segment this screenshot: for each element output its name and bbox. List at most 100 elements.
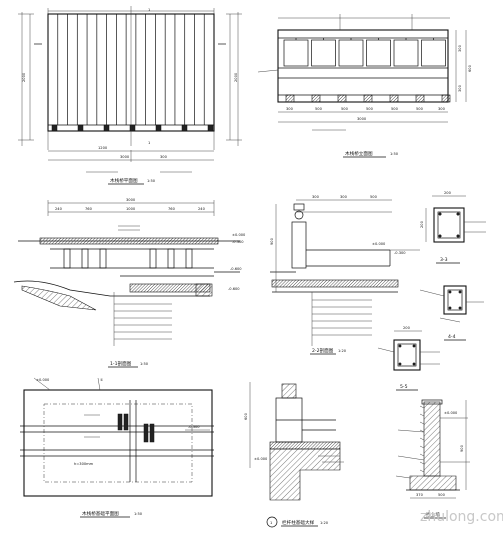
footing-block — [285, 94, 295, 103]
found-level: ±0.000 — [36, 378, 50, 382]
sec-dim-5: 240 — [198, 207, 206, 211]
post-marker — [155, 124, 162, 132]
retaining-wall: 370 500 900 ±0.000 挡土墙 — [395, 399, 470, 519]
wall-title: 挡土墙 — [426, 511, 440, 518]
elev-scale: 1:50 — [390, 152, 399, 156]
elev-title: 木栈桥立面图 — [345, 150, 373, 157]
elevation-view: 300 300 600 300 500 500 500 500 500 300 … — [257, 14, 472, 158]
elev-dim-1: 300 — [286, 107, 294, 111]
post-marker — [103, 124, 110, 132]
wall-dim-1: 370 — [416, 493, 424, 497]
railing-panel — [366, 39, 391, 67]
post-marker — [207, 124, 214, 132]
footing-block — [363, 94, 373, 103]
rail-level: ±0.000 — [372, 242, 386, 246]
footing-block — [415, 94, 425, 103]
rebar-tick — [419, 405, 425, 409]
sec3-dim-w: 200 — [444, 191, 452, 195]
plan-dim-total: 3000 — [120, 155, 130, 159]
sec-level-2: -0.300 — [232, 240, 244, 244]
footing-block — [389, 94, 399, 103]
rail-dim-3: 500 — [370, 195, 378, 199]
rail-section-scale: 1:20 — [338, 349, 347, 353]
elev-dim-total: 3000 — [357, 117, 367, 121]
support-post — [81, 248, 89, 269]
section-3-3: 200 200 3-3 — [420, 191, 486, 264]
footing-block — [337, 94, 347, 103]
plan-dim-sub: 1200 — [98, 146, 108, 150]
footing-block — [311, 94, 321, 103]
sec3-dim-h: 200 — [420, 220, 424, 228]
post-footing-detail: 600 ±0.000 1 栏杆柱基础大样 1:20 — [244, 382, 344, 528]
detail-title: 栏杆柱基础大样 — [282, 519, 315, 526]
support-post — [99, 248, 107, 269]
elev-dim-5: 500 — [391, 107, 399, 111]
watermark: zhulong.com — [420, 509, 503, 525]
rebar-tick — [419, 469, 425, 473]
plan-section-mark-bottom: 1 — [148, 141, 150, 145]
railing-panel — [393, 39, 419, 67]
found-note: h=300mm — [74, 462, 94, 466]
rail-dim-1: 300 — [312, 195, 320, 199]
wall-dim-height: 900 — [460, 444, 464, 452]
sec-dim-total: 3000 — [126, 198, 136, 202]
sec-dim-4: 760 — [168, 207, 176, 211]
rail-dim-height: 900 — [270, 237, 274, 245]
rebar-tick — [419, 445, 425, 449]
plan-section-mark: 1 — [148, 8, 150, 12]
section-scale: 1:50 — [140, 362, 149, 366]
section-title: 1-1剖面图 — [110, 360, 132, 367]
support-post — [149, 248, 157, 269]
sec-level-4: -0.600 — [228, 287, 240, 291]
railing-panel — [283, 39, 309, 67]
elev-dim-2: 500 — [315, 107, 323, 111]
plan-dim-height-left: 2000 — [22, 72, 26, 82]
section-5-5: 200 5-5 — [377, 326, 440, 391]
support-post — [63, 248, 71, 269]
elev-dim-3: 500 — [341, 107, 349, 111]
wall-dim-2: 500 — [438, 493, 446, 497]
rebar-tick — [419, 421, 425, 425]
rebar-tick — [419, 453, 425, 457]
railing-panel — [421, 39, 446, 67]
section-4-4: 4-4 — [419, 285, 484, 341]
plan-dim-height-right: 2000 — [234, 72, 238, 82]
elev-dim-h1: 300 — [458, 44, 462, 52]
found-level-right: -0.300 — [188, 425, 200, 429]
detail-dim-height: 600 — [244, 412, 248, 420]
sec-level-3: -0.600 — [230, 267, 242, 271]
rail-section-title: 2-2剖面图 — [312, 347, 334, 354]
plan-dim-sub2: 300 — [160, 155, 168, 159]
railing-panel — [338, 39, 364, 67]
found-mark: ① — [100, 378, 103, 382]
sec5-dim-w: 200 — [403, 326, 411, 330]
post-marker — [129, 124, 136, 132]
sec-dim-1: 240 — [55, 207, 63, 211]
elev-dim-4: 500 — [366, 107, 374, 111]
detail-number: 1 — [270, 521, 272, 525]
support-post — [185, 248, 193, 269]
plan-title: 木栈桥平面图 — [110, 177, 138, 184]
footing-block — [441, 94, 451, 103]
foundation-scale: 1:50 — [134, 512, 143, 516]
post-marker — [51, 124, 58, 132]
rebar-tick — [419, 429, 425, 433]
wall-level: ±0.000 — [444, 411, 458, 415]
elev-dim-6: 500 — [416, 107, 424, 111]
foundation-title: 木栈桥基础平面图 — [82, 510, 119, 517]
plan-view: 1 1 2000 2000 1200 3000 300 木栈桥平面图 1:50 — [18, 6, 242, 185]
elev-dim-h2: 300 — [458, 84, 462, 92]
plan-scale: 1:50 — [147, 179, 156, 183]
sec5-title: 5-5 — [400, 384, 408, 390]
elev-dim-height: 600 — [468, 64, 472, 72]
rail-section: 300 300 500 ±0.000 -0.300 900 2-2剖面图 1:2… — [270, 195, 420, 355]
rail-dim-2: 300 — [340, 195, 348, 199]
rebar-tick — [419, 437, 425, 441]
rebar-tick — [419, 413, 425, 417]
railing-panel — [311, 39, 336, 67]
sec-level-1: ±0.000 — [232, 233, 246, 237]
sec3-title: 3-3 — [440, 257, 448, 263]
support-post — [167, 248, 175, 269]
